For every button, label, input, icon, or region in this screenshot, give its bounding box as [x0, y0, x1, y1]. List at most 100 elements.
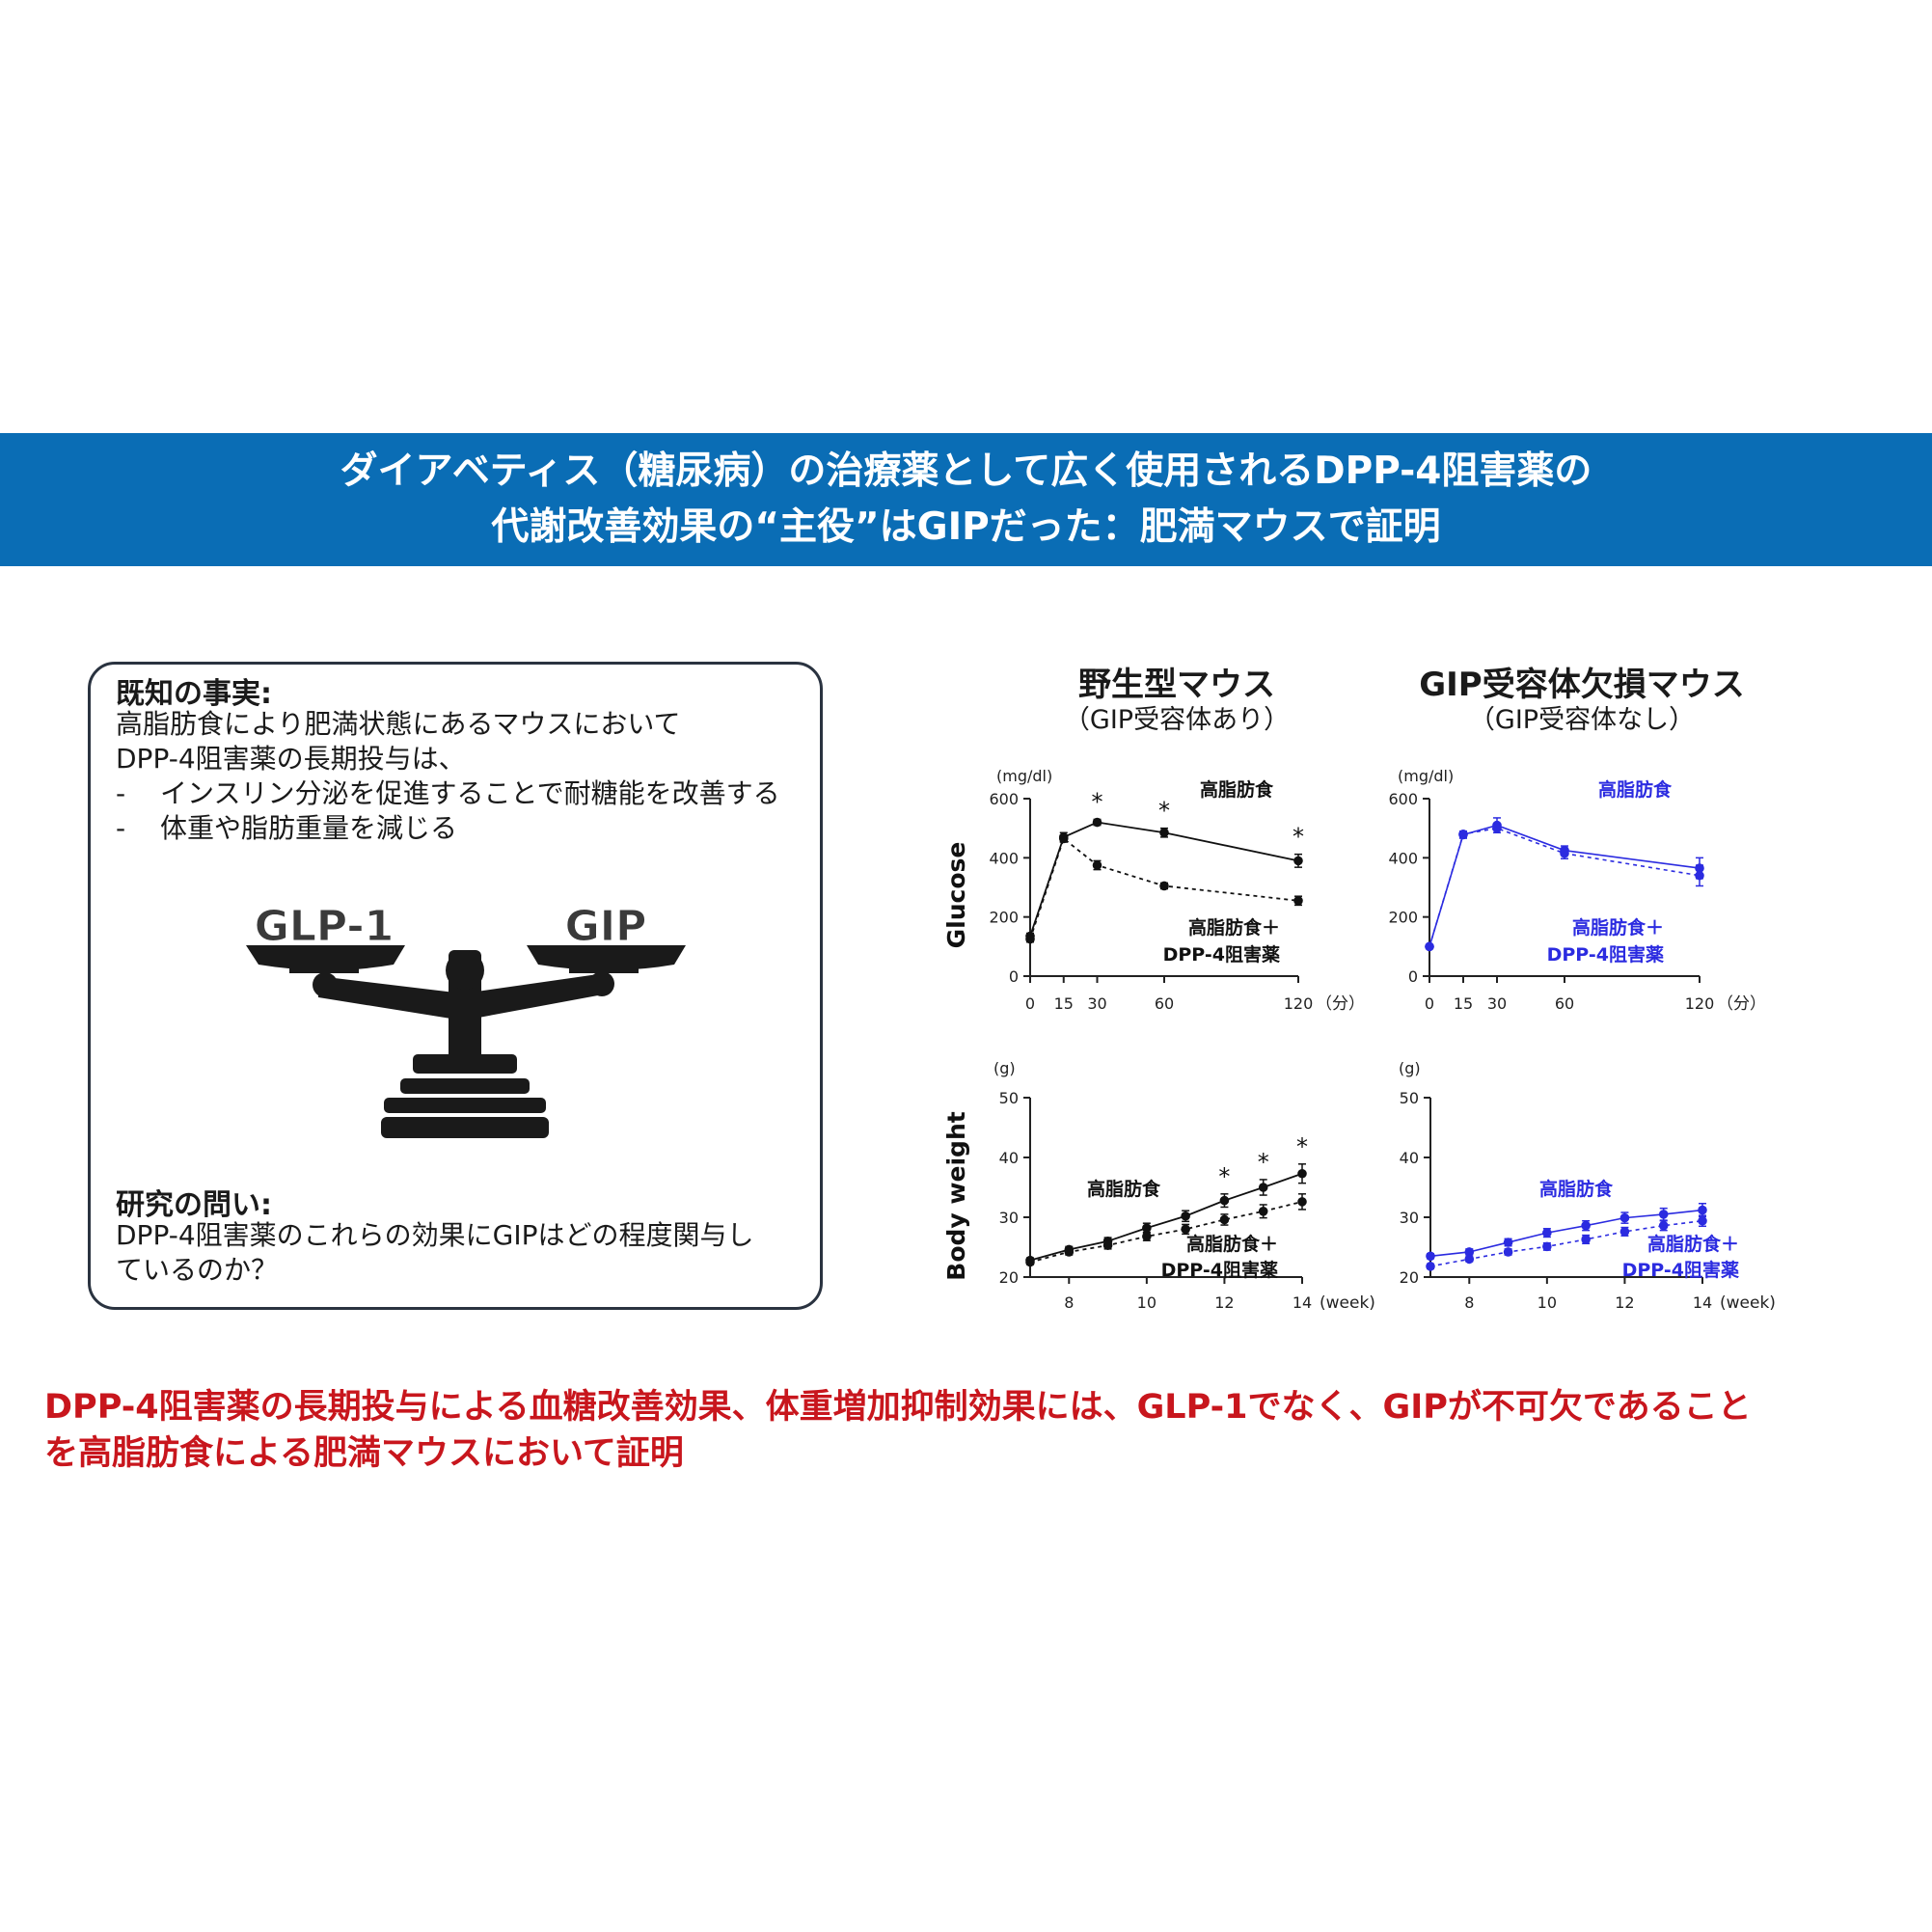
x-tick-label: 30 — [1087, 994, 1106, 1013]
y-unit-label: (mg/dl) — [996, 767, 1052, 785]
conclusion-line-2: を高脂肪食による肥満マウスにおいて証明 — [44, 1434, 684, 1473]
y-tick-label: 0 — [1009, 967, 1019, 986]
data-point — [1293, 856, 1303, 866]
known-facts-bullet-1: - インスリン分泌を促進することで耐糖能を改善する — [116, 776, 780, 811]
bullet-text: 体重や脂肪重量を減じる — [160, 812, 458, 844]
data-point — [1698, 1205, 1707, 1215]
data-point — [1619, 1227, 1630, 1237]
x-tick-label: 8 — [1464, 1293, 1474, 1312]
y-tick-label: 30 — [1400, 1209, 1419, 1227]
y-tick-label: 20 — [1400, 1268, 1419, 1287]
data-point — [1219, 1195, 1230, 1206]
series-label-1: 高脂肪食 — [1598, 778, 1673, 801]
data-point — [1458, 830, 1468, 839]
data-point — [1426, 1262, 1435, 1271]
data-point — [1159, 881, 1169, 891]
x-unit-label: (week) — [1720, 1293, 1776, 1313]
y-tick-label: 600 — [989, 790, 1019, 808]
series-label-2a: 高脂肪食＋ — [1647, 1233, 1739, 1255]
x-unit-label: （分） — [1316, 994, 1365, 1014]
y-tick-label: 600 — [1388, 790, 1418, 808]
banner-line-2: 代謝改善効果の“主役”はGIPだった：肥満マウスで証明 — [491, 505, 1441, 549]
x-unit-label: (week) — [1320, 1293, 1375, 1313]
x-tick-label: 8 — [1064, 1293, 1074, 1312]
x-tick-label: 60 — [1555, 994, 1574, 1013]
data-point — [1464, 1254, 1475, 1265]
data-point — [1092, 817, 1102, 828]
ko-panel-subtitle: （GIP受容体なし） — [1468, 705, 1696, 735]
x-tick-label: 10 — [1137, 1293, 1156, 1312]
question-line-1: DPP-4阻害薬のこれらの効果にGIPはどの程度関与し — [116, 1219, 754, 1251]
x-tick-label: 30 — [1487, 994, 1507, 1013]
bullet-text: インスリン分泌を促進することで耐糖能を改善する — [160, 777, 780, 809]
banner-line-1: ダイアベティス（糖尿病）の治療薬として広く使用されるDPP-4阻害薬の — [340, 449, 1592, 493]
data-point — [1025, 1257, 1035, 1267]
known-facts-line-2: DPP-4阻害薬の長期投与は、 — [116, 743, 466, 775]
bullet-mark: - — [116, 777, 126, 809]
significance-mark: * — [1293, 824, 1304, 851]
wt-panel-subtitle: （GIP受容体あり） — [1063, 705, 1291, 735]
y-tick-label: 40 — [1400, 1149, 1419, 1167]
known-facts-line-1: 高脂肪食により肥満状態にあるマウスにおいて — [116, 708, 681, 740]
data-point — [1698, 1215, 1707, 1226]
x-tick-label: 0 — [1425, 994, 1434, 1013]
data-point — [1695, 870, 1704, 881]
y-tick-label: 30 — [999, 1209, 1019, 1227]
data-point — [1159, 828, 1169, 838]
data-point — [1181, 1224, 1190, 1235]
y-unit-label: (mg/dl) — [1398, 767, 1454, 785]
significance-mark: * — [1258, 1149, 1269, 1176]
data-point — [1064, 1247, 1075, 1257]
x-tick-label: 0 — [1025, 994, 1035, 1013]
wt-panel-title: 野生型マウス — [1078, 666, 1275, 704]
significance-mark: * — [1092, 788, 1103, 815]
x-tick-label: 14 — [1693, 1293, 1712, 1312]
data-point — [1658, 1210, 1669, 1219]
y-tick-label: 400 — [1388, 849, 1418, 867]
data-point — [1581, 1220, 1591, 1231]
data-point — [1658, 1220, 1669, 1231]
data-point — [1297, 1197, 1307, 1207]
data-point — [1142, 1223, 1152, 1233]
x-tick-label: 120 — [1685, 994, 1715, 1013]
data-point — [1503, 1247, 1513, 1257]
series-label-1: 高脂肪食 — [1087, 1178, 1161, 1200]
data-point — [1492, 823, 1502, 833]
data-point — [1293, 896, 1303, 906]
series-label-2b: DPP-4阻害薬 — [1547, 943, 1664, 966]
series-label-1: 高脂肪食 — [1200, 778, 1274, 801]
data-point — [1426, 1251, 1435, 1262]
series-label-2a: 高脂肪食＋ — [1186, 1233, 1278, 1255]
known-facts-heading: 既知の事実: — [116, 677, 272, 711]
series-label-2a: 高脂肪食＋ — [1572, 916, 1664, 939]
series-label-2b: DPP-4阻害薬 — [1161, 1259, 1278, 1281]
series-label-1: 高脂肪食 — [1539, 1178, 1614, 1200]
ko-panel-title: GIP受容体欠損マウス — [1419, 666, 1745, 704]
series-line-2 — [1029, 1201, 1303, 1264]
y-tick-label: 400 — [989, 849, 1019, 867]
data-point — [1258, 1207, 1268, 1216]
series-line-1 — [1429, 1209, 1703, 1258]
series-label-2a: 高脂肪食＋ — [1188, 916, 1280, 939]
title-banner: ダイアベティス（糖尿病）の治療薬として広く使用されるDPP-4阻害薬の 代謝改善… — [0, 433, 1932, 566]
x-tick-label: 15 — [1054, 994, 1074, 1013]
y-tick-label: 40 — [999, 1149, 1019, 1167]
data-point — [1425, 941, 1434, 952]
known-facts-bullet-2: -体重や脂肪重量を減じる — [116, 811, 457, 846]
y-unit-label: (g) — [993, 1059, 1016, 1077]
data-point — [1092, 860, 1102, 870]
significance-mark: * — [1218, 1163, 1230, 1190]
data-point — [1219, 1214, 1230, 1225]
series-label-2b: DPP-4阻害薬 — [1163, 943, 1280, 966]
x-tick-label: 10 — [1537, 1293, 1557, 1312]
data-point — [1581, 1235, 1591, 1244]
significance-mark: * — [1296, 1133, 1308, 1160]
series-label-2b: DPP-4阻害薬 — [1622, 1259, 1739, 1281]
info-box — [88, 662, 823, 1310]
y-tick-label: 50 — [1400, 1089, 1419, 1107]
question-line-2: ているのか？ — [116, 1254, 279, 1286]
